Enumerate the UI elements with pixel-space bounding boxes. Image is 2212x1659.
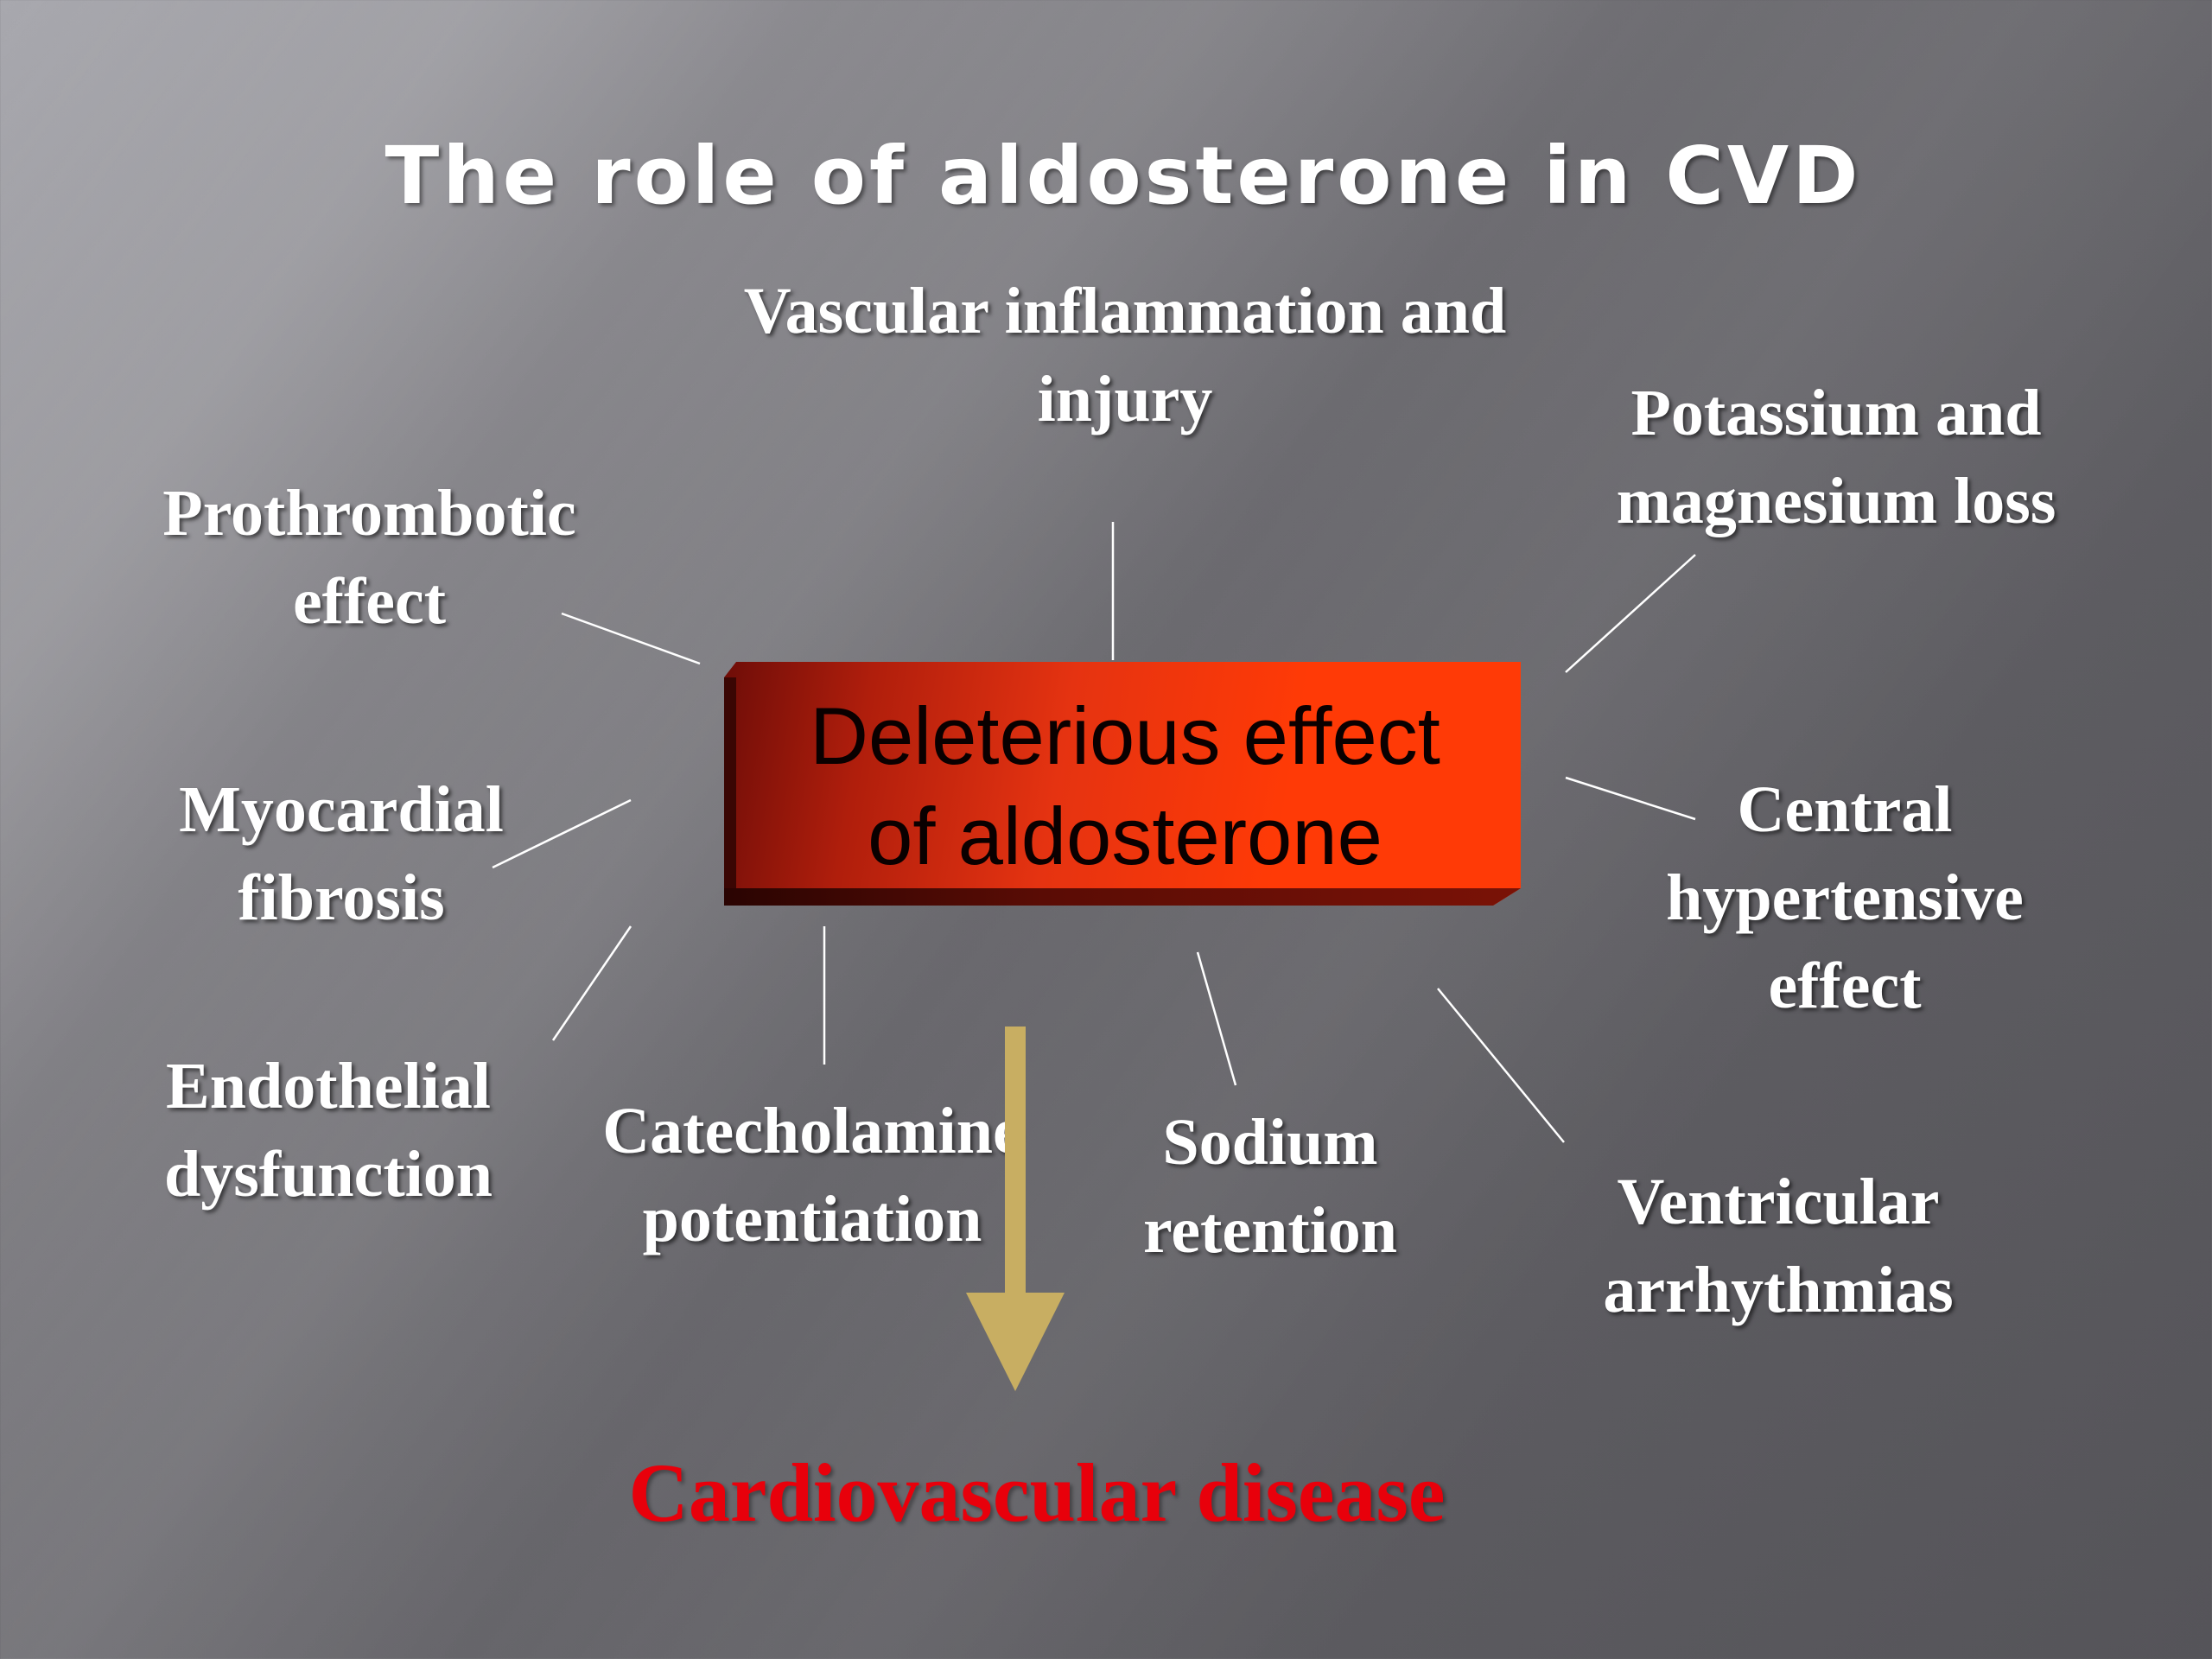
effect-line: arrhythmias bbox=[1603, 1254, 1954, 1326]
effect-line: hypertensive bbox=[1666, 861, 2024, 934]
effect-line: Vascular inflammation and bbox=[743, 275, 1507, 347]
center-concept-label: Deleterious effect of aldosterone bbox=[736, 686, 1514, 887]
center-box-bottom-edge bbox=[724, 888, 1521, 906]
effect-line: fibrosis bbox=[238, 861, 445, 934]
connector-endothelial bbox=[551, 925, 632, 1041]
effect-sodium-retention: Sodium retention bbox=[1123, 1098, 1417, 1274]
connector-myocardial bbox=[492, 798, 632, 869]
effect-central-hypertensive: Central hypertensive effect bbox=[1633, 766, 2056, 1030]
connector-prothrombotic bbox=[561, 612, 701, 665]
effect-myocardial-fibrosis: Myocardial fibrosis bbox=[147, 766, 536, 942]
effect-line: Ventricular bbox=[1617, 1166, 1940, 1238]
effect-line: Myocardial bbox=[179, 773, 504, 846]
connector-sodium bbox=[1196, 951, 1237, 1086]
center-line-2: of aldosterone bbox=[868, 791, 1382, 881]
effect-prothrombotic: Prothrombotic effect bbox=[130, 469, 609, 645]
center-concept-box: Deleterious effect of aldosterone bbox=[724, 662, 1521, 906]
effect-line: Catecholamine bbox=[602, 1095, 1022, 1167]
outcome-label: Cardiovascular disease bbox=[628, 1446, 1446, 1539]
effect-line: Endothelial bbox=[166, 1050, 491, 1122]
effect-line: magnesium loss bbox=[1616, 465, 2056, 537]
effect-potassium-magnesium-loss: Potassium and magnesium loss bbox=[1581, 369, 2091, 545]
effect-line: retention bbox=[1142, 1194, 1398, 1267]
connector-central bbox=[1565, 776, 1696, 821]
effect-line: injury bbox=[1037, 363, 1213, 435]
effect-ventricular-arrhythmias: Ventricular arrhythmias bbox=[1571, 1158, 1986, 1334]
effect-endothelial-dysfunction: Endothelial dysfunction bbox=[138, 1042, 518, 1218]
effect-catecholamine-potentiation: Catecholamine potentiation bbox=[570, 1087, 1054, 1263]
effect-vascular-inflammation: Vascular inflammation and injury bbox=[700, 267, 1550, 443]
center-box-face bbox=[724, 662, 1521, 906]
effect-line: potentiation bbox=[642, 1183, 982, 1255]
connector-potassium bbox=[1565, 554, 1696, 673]
effect-line: effect bbox=[292, 565, 447, 638]
effect-line: Potassium and bbox=[1630, 377, 2042, 449]
connector-ventricular bbox=[1437, 988, 1565, 1143]
effect-line: Sodium bbox=[1162, 1106, 1378, 1179]
effect-line: effect bbox=[1768, 950, 1922, 1022]
center-box-left-edge bbox=[724, 677, 736, 906]
effect-line: dysfunction bbox=[163, 1138, 493, 1211]
slide-title: The role of aldosterone in CVD bbox=[385, 130, 1862, 222]
effect-line: Central bbox=[1737, 773, 1953, 846]
center-line-1: Deleterious effect bbox=[810, 690, 1440, 781]
effect-line: Prothrombotic bbox=[162, 477, 576, 550]
down-arrow-icon bbox=[966, 1027, 1065, 1391]
